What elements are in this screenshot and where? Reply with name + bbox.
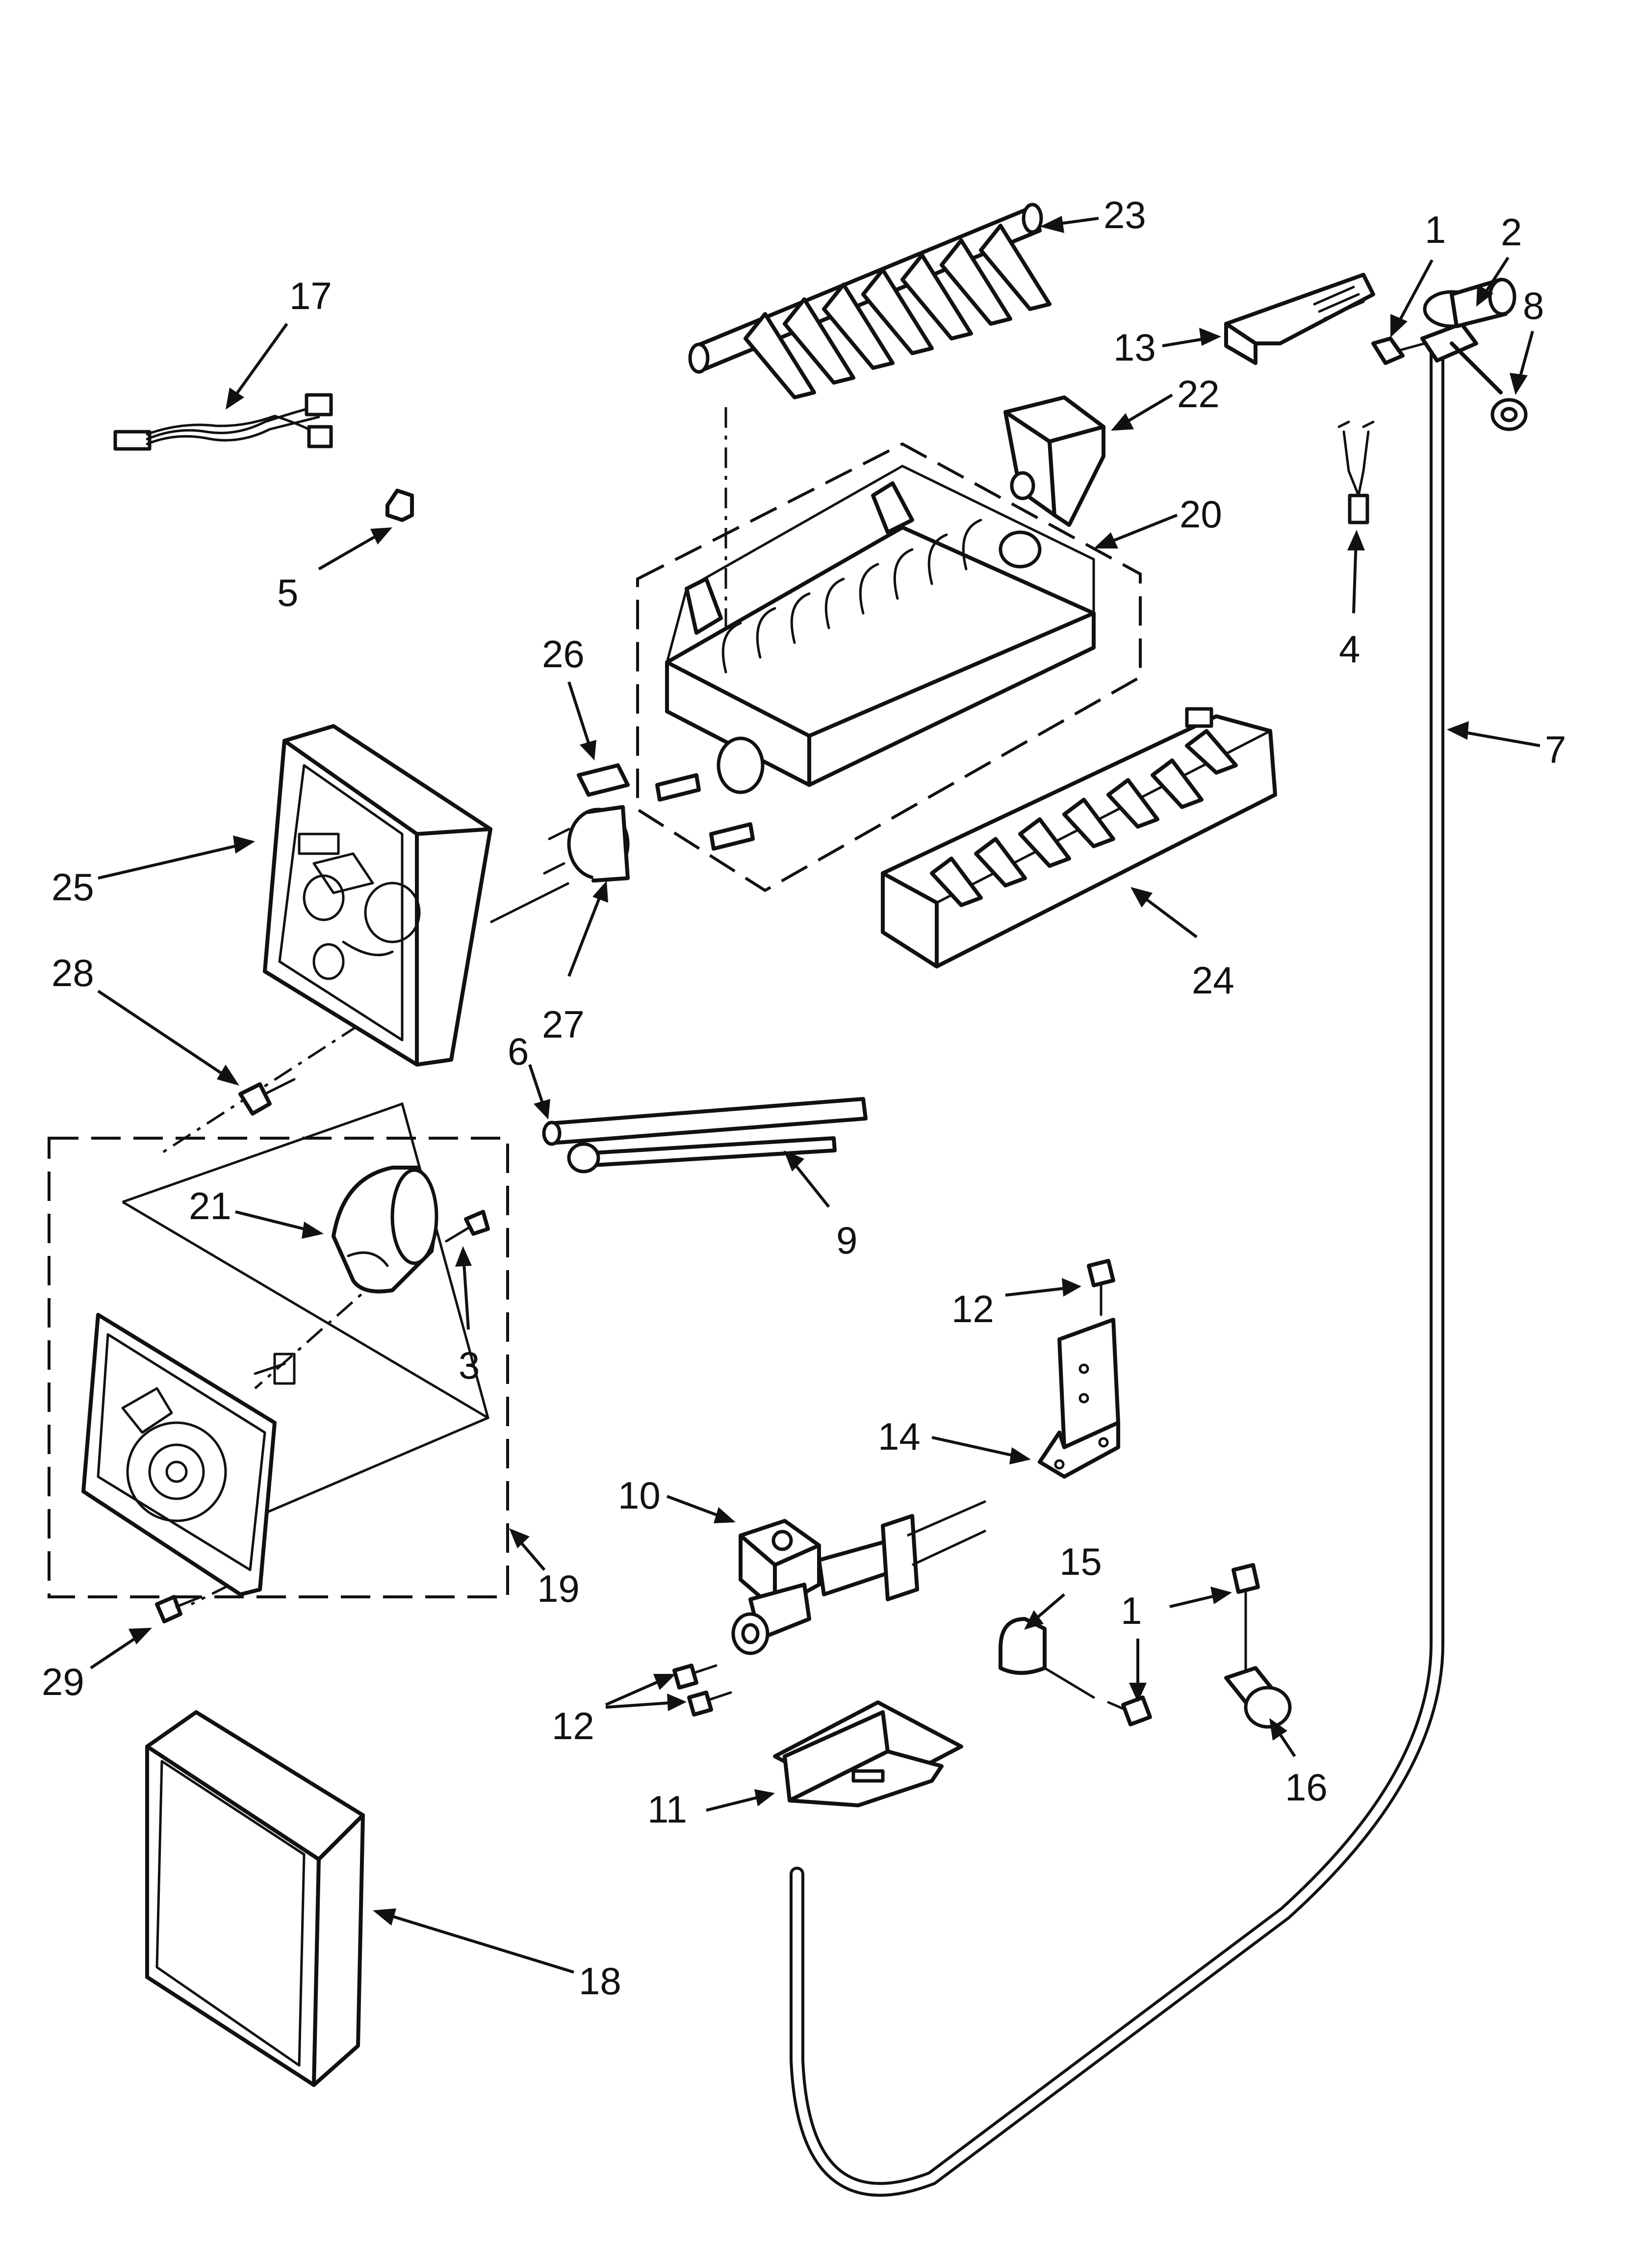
- callout-11: 11: [647, 1788, 687, 1831]
- leader-lines: [90, 216, 1540, 1974]
- shut-off-arm-clip: [577, 763, 630, 797]
- callout-2: 2: [1501, 210, 1522, 254]
- screw-28: [238, 1078, 296, 1116]
- screw-fill-cup: [1371, 337, 1426, 365]
- clamp-16: [1224, 1666, 1292, 1729]
- washer: [1490, 398, 1528, 431]
- callout-26: 26: [542, 632, 585, 676]
- callout-13: 13: [1113, 326, 1156, 369]
- fill-cup-heater: [1423, 278, 1516, 328]
- callout-6: 6: [508, 1030, 529, 1073]
- callout-8: 8: [1523, 284, 1544, 327]
- ice-stripper: [881, 707, 1277, 968]
- callout-12-lower: 12: [552, 1704, 594, 1747]
- module-guide-lines: [122, 1102, 489, 1542]
- callout-1-top: 1: [1425, 208, 1446, 251]
- thermal-fuse: [1337, 420, 1375, 524]
- tube-9: [567, 1136, 837, 1173]
- screw-29: [155, 1595, 203, 1623]
- water-valve: [731, 1500, 987, 1655]
- valve-mounting-bracket: [773, 1700, 963, 1807]
- callout-4: 4: [1339, 627, 1360, 671]
- callout-29: 29: [42, 1660, 84, 1703]
- clamp-15: [999, 1617, 1095, 1699]
- callout-5: 5: [277, 571, 298, 614]
- callout-9: 9: [836, 1219, 857, 1262]
- ice-maker-assembly-group-outline: [636, 442, 1142, 892]
- callout-7: 7: [1545, 728, 1566, 771]
- screw-12-upper: [1087, 1259, 1115, 1316]
- callout-labels: 23 1 2 8 13 17 22 20 5 4 26 7 25 24 28 2…: [42, 193, 1566, 2003]
- screw-1-lower-right: [1232, 1563, 1260, 1674]
- housing-mold-link: [489, 882, 570, 924]
- fill-cup: [1003, 395, 1105, 527]
- callout-25: 25: [51, 865, 94, 909]
- module-guide-line: [122, 1200, 489, 1419]
- control-housing: [263, 724, 492, 1067]
- callout-19: 19: [537, 1567, 580, 1610]
- callout-1-lower: 1: [1121, 1589, 1142, 1632]
- ejector: [688, 203, 1052, 399]
- wire-harness: [113, 393, 333, 451]
- water-fill-tube: [790, 336, 1444, 2197]
- control-module-group-outline: [48, 1137, 509, 1598]
- fill-cup-bracket: [1420, 322, 1503, 394]
- callout-28: 28: [51, 951, 94, 994]
- ice-mold: [665, 465, 1096, 794]
- front-cover: [145, 1710, 365, 2087]
- callout-14: 14: [878, 1415, 921, 1458]
- callout-22: 22: [1177, 372, 1220, 416]
- screws-12-lower: [672, 1664, 732, 1717]
- alignment-line-screw: [190, 1583, 231, 1606]
- callout-15: 15: [1059, 1540, 1102, 1583]
- callout-3: 3: [459, 1344, 480, 1387]
- mounting-plate: [1224, 273, 1375, 365]
- thermostat: [543, 805, 630, 883]
- mold-shaft-pins: [655, 773, 755, 851]
- motor: [332, 1166, 438, 1294]
- callout-17: 17: [289, 274, 332, 317]
- callout-18: 18: [579, 1959, 621, 2003]
- callout-24: 24: [1192, 959, 1234, 1002]
- callout-16: 16: [1285, 1766, 1328, 1809]
- valve-bracket: [1038, 1318, 1120, 1479]
- screw-3: [445, 1210, 490, 1243]
- callout-23: 23: [1103, 193, 1146, 236]
- callout-21: 21: [189, 1184, 231, 1227]
- callout-20: 20: [1180, 493, 1222, 536]
- clip: [385, 489, 414, 522]
- alignment-line-motor: [254, 1275, 384, 1389]
- screw-1-lower-left: [1107, 1695, 1152, 1726]
- callout-10: 10: [618, 1474, 661, 1517]
- tube-6: [542, 1097, 868, 1146]
- control-module: [81, 1313, 296, 1596]
- callout-27: 27: [542, 1003, 585, 1046]
- callout-12-upper: 12: [951, 1287, 994, 1330]
